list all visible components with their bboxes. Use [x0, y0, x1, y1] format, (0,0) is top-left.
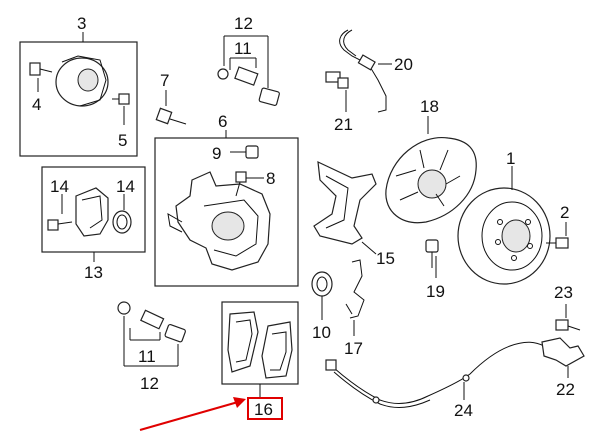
pin-cap-top[interactable] [217, 68, 229, 80]
callout-2: 2 [560, 203, 569, 222]
callout-8: 8 [266, 169, 275, 188]
hub-assembly-group [19, 32, 138, 157]
guide-pin-top[interactable] [234, 66, 259, 86]
hub-box [19, 41, 138, 157]
highlight-box [247, 397, 283, 420]
callout-18: 18 [420, 97, 439, 116]
callout-6: 6 [218, 112, 227, 131]
caliper-group [154, 130, 299, 287]
callout-5: 5 [118, 131, 127, 150]
callout-7: 7 [160, 71, 169, 90]
callout-24: 24 [454, 401, 473, 420]
callout-12-bottom: 12 [140, 374, 159, 393]
piston-kit-group [41, 166, 146, 262]
callout-14-right: 14 [116, 177, 135, 196]
pin-boot-bottom[interactable] [164, 323, 186, 343]
hub-bolt-4[interactable] [29, 62, 53, 76]
brake-hose[interactable] [339, 29, 387, 113]
callout-3: 3 [77, 14, 86, 33]
callout-11-bottom: 11 [138, 347, 156, 366]
callout-17: 17 [344, 339, 363, 358]
guide-pins-bottom [117, 301, 186, 367]
dust-shield-18[interactable] [385, 137, 477, 224]
callout-4: 4 [32, 95, 41, 114]
guide-pins-top [217, 35, 280, 107]
bleeder-cap-9[interactable] [245, 145, 259, 159]
pin-cap-bottom[interactable] [117, 301, 131, 315]
abs-sensor-wire-24[interactable] [325, 341, 545, 408]
brake-pad-outer[interactable] [261, 321, 293, 379]
rotor-screw-2[interactable] [546, 237, 569, 249]
abs-sensor-22[interactable] [541, 337, 585, 367]
callout-15: 15 [376, 249, 395, 268]
bleeder-screw-8[interactable] [235, 171, 247, 197]
hub-bolt-5[interactable] [112, 93, 130, 105]
brake-rotor-1[interactable] [457, 187, 551, 285]
pin-boot-top[interactable] [258, 87, 280, 107]
callout-21: 21 [334, 115, 353, 134]
piston-housing[interactable] [75, 187, 109, 237]
hose-clip-21[interactable] [325, 71, 349, 89]
callout-14-left: 14 [50, 177, 69, 196]
callout-9: 9 [212, 144, 221, 163]
callout-12-top: 12 [234, 14, 253, 33]
bolt-19[interactable] [425, 239, 439, 268]
spring-clip-17[interactable] [345, 259, 365, 319]
callout-23: 23 [554, 283, 573, 302]
callout-19: 19 [426, 282, 445, 301]
seal-ring-10[interactable] [311, 271, 333, 297]
piston-bolt[interactable] [47, 219, 73, 231]
callout-22: 22 [556, 380, 575, 399]
bolt-7[interactable] [155, 107, 187, 125]
callout-20: 20 [394, 55, 413, 74]
piston-seal[interactable] [112, 210, 132, 234]
highlight-arrow [139, 397, 246, 431]
callout-11-top: 11 [234, 39, 252, 58]
caliper-bracket-15[interactable] [313, 161, 377, 245]
sensor-bolt-23[interactable] [555, 319, 581, 331]
callout-16[interactable]: 16 [254, 400, 273, 419]
brake-pads-group [221, 301, 299, 420]
callout-13: 13 [84, 263, 103, 282]
guide-pin-bottom[interactable] [140, 309, 165, 330]
callout-1: 1 [506, 149, 515, 168]
callout-10: 10 [312, 323, 331, 342]
